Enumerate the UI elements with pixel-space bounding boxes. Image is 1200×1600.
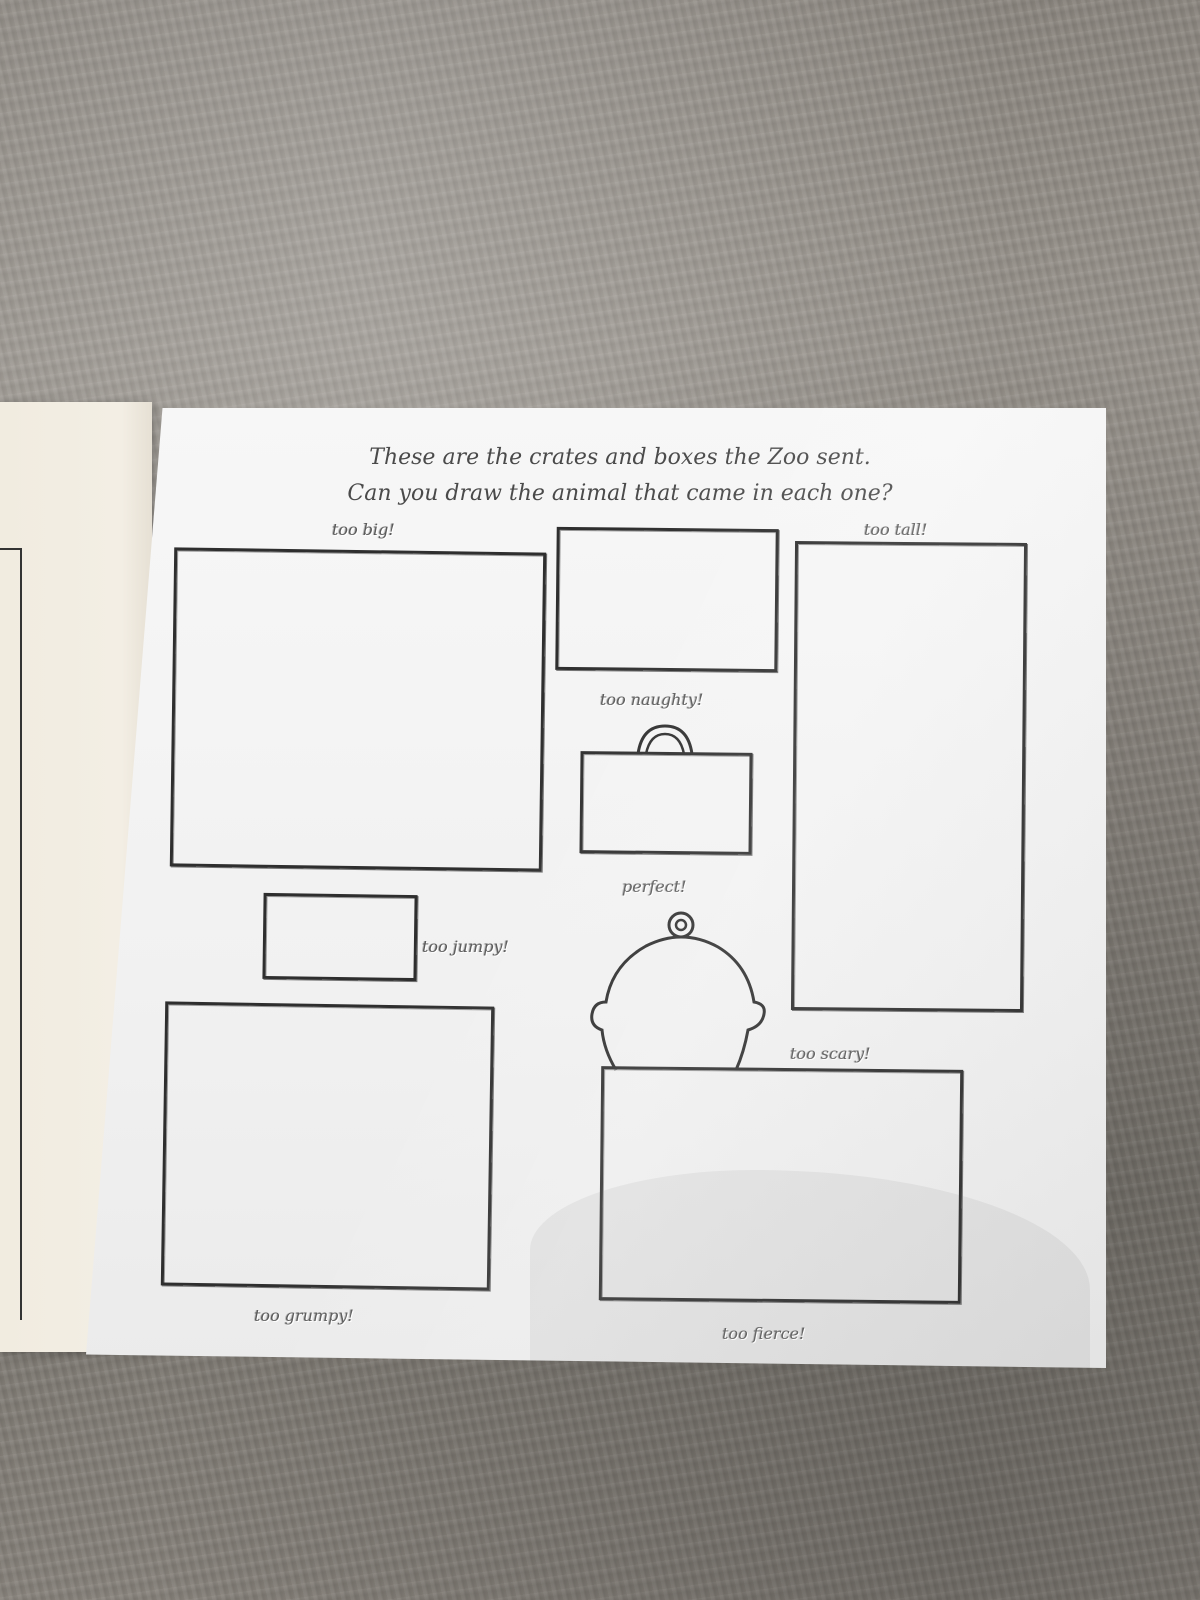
crate-top-middle[interactable] xyxy=(555,526,779,673)
label-too-tall: too tall! xyxy=(864,520,928,539)
round-pet-carrier-icon xyxy=(590,911,766,1071)
crate-too-naughty[interactable] xyxy=(579,751,753,855)
crate-too-big[interactable] xyxy=(169,547,547,872)
label-perfect: perfect! xyxy=(622,877,687,896)
page-heading: These are the crates and boxes the Zoo s… xyxy=(280,440,960,512)
crate-too-fierce[interactable] xyxy=(598,1066,964,1304)
label-too-fierce: too fierce! xyxy=(722,1324,806,1343)
crate-too-tall[interactable] xyxy=(790,540,1028,1013)
heading-line-2: Can you draw the animal that came in eac… xyxy=(347,481,893,506)
carry-handle-icon xyxy=(636,724,694,755)
label-too-jumpy: too jumpy! xyxy=(422,937,509,956)
label-too-big: too big! xyxy=(332,520,395,539)
label-too-grumpy: too grumpy! xyxy=(254,1306,354,1325)
label-too-scary: too scary! xyxy=(790,1044,871,1063)
crate-too-jumpy[interactable] xyxy=(262,892,418,982)
heading-line-1: These are the crates and boxes the Zoo s… xyxy=(369,445,871,470)
crate-too-grumpy[interactable] xyxy=(160,1001,495,1291)
left-page-box-edge xyxy=(0,548,22,1320)
label-too-naughty: too naughty! xyxy=(600,690,704,709)
activity-page xyxy=(86,408,1106,1368)
